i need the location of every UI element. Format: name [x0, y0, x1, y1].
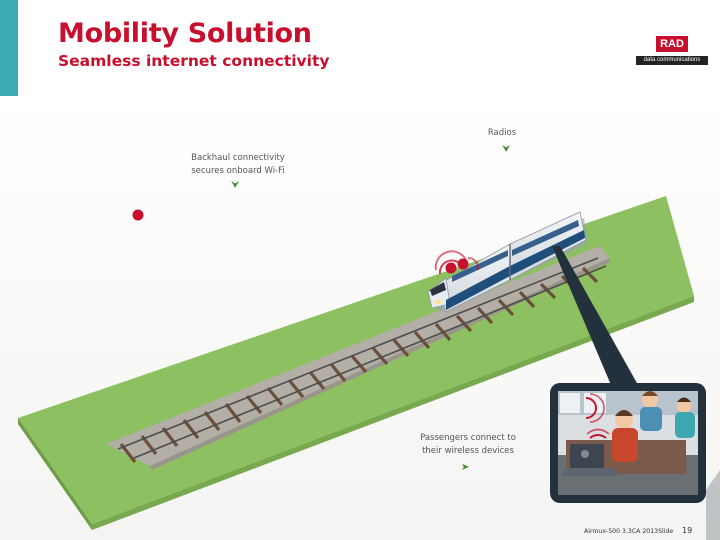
radio-antenna-icon [434, 250, 480, 275]
corner-shadow [706, 470, 720, 540]
label-radios: Radios [474, 127, 530, 140]
train-icon [427, 211, 588, 313]
sleeper [371, 346, 389, 366]
rail-left [117, 257, 599, 450]
down-arrow-icon: ⮟ [231, 180, 240, 191]
sleeper [581, 266, 599, 284]
zoom-connector [552, 246, 642, 392]
label-backhaul-line1: Backhaul connectivity [191, 153, 285, 163]
label-passengers-line1: Passengers connect to [420, 433, 516, 443]
footer-text: Airmux-500 3.3CA 2013Slide [584, 528, 674, 535]
label-radios-text: Radios [487, 128, 517, 138]
sleeper [287, 378, 305, 399]
company-logo: RAD data communications [636, 36, 708, 68]
base-station-marker [132, 209, 144, 221]
down-arrow-icon: ⮟ [502, 144, 511, 155]
page-number: 19 [682, 526, 693, 535]
slide-title: Mobility Solution [58, 18, 312, 49]
sleeper [203, 411, 221, 431]
label-passengers: Passengers connect to their wireless dev… [408, 432, 528, 457]
right-arrow-icon: ➤ [461, 462, 470, 473]
sleeper [539, 282, 557, 300]
passenger-icon [612, 391, 695, 462]
logo-mark: RAD [656, 36, 688, 52]
sleeper [329, 362, 347, 383]
sleeper [182, 419, 200, 439]
sleeper [308, 370, 326, 391]
wifi-signal-icon [585, 393, 610, 439]
label-passengers-line2: their wireless devices [422, 445, 514, 456]
rail-right [133, 265, 607, 459]
logo-tagline: data communications [636, 56, 708, 65]
label-backhaul: Backhaul connectivity secures onboard Wi… [168, 152, 308, 177]
sleeper [266, 386, 284, 407]
sleeper [350, 354, 368, 374]
slide-subtitle: Seamless internet connectivity [58, 52, 330, 70]
passenger-inset [550, 383, 706, 503]
rail-track [106, 246, 610, 470]
sleeper [518, 290, 536, 309]
sleeper [392, 338, 410, 358]
sleeper [245, 394, 263, 415]
label-backhaul-line2: secures onboard Wi-Fi [191, 165, 285, 176]
laptop-icon [560, 444, 620, 476]
sleeper [224, 403, 242, 423]
